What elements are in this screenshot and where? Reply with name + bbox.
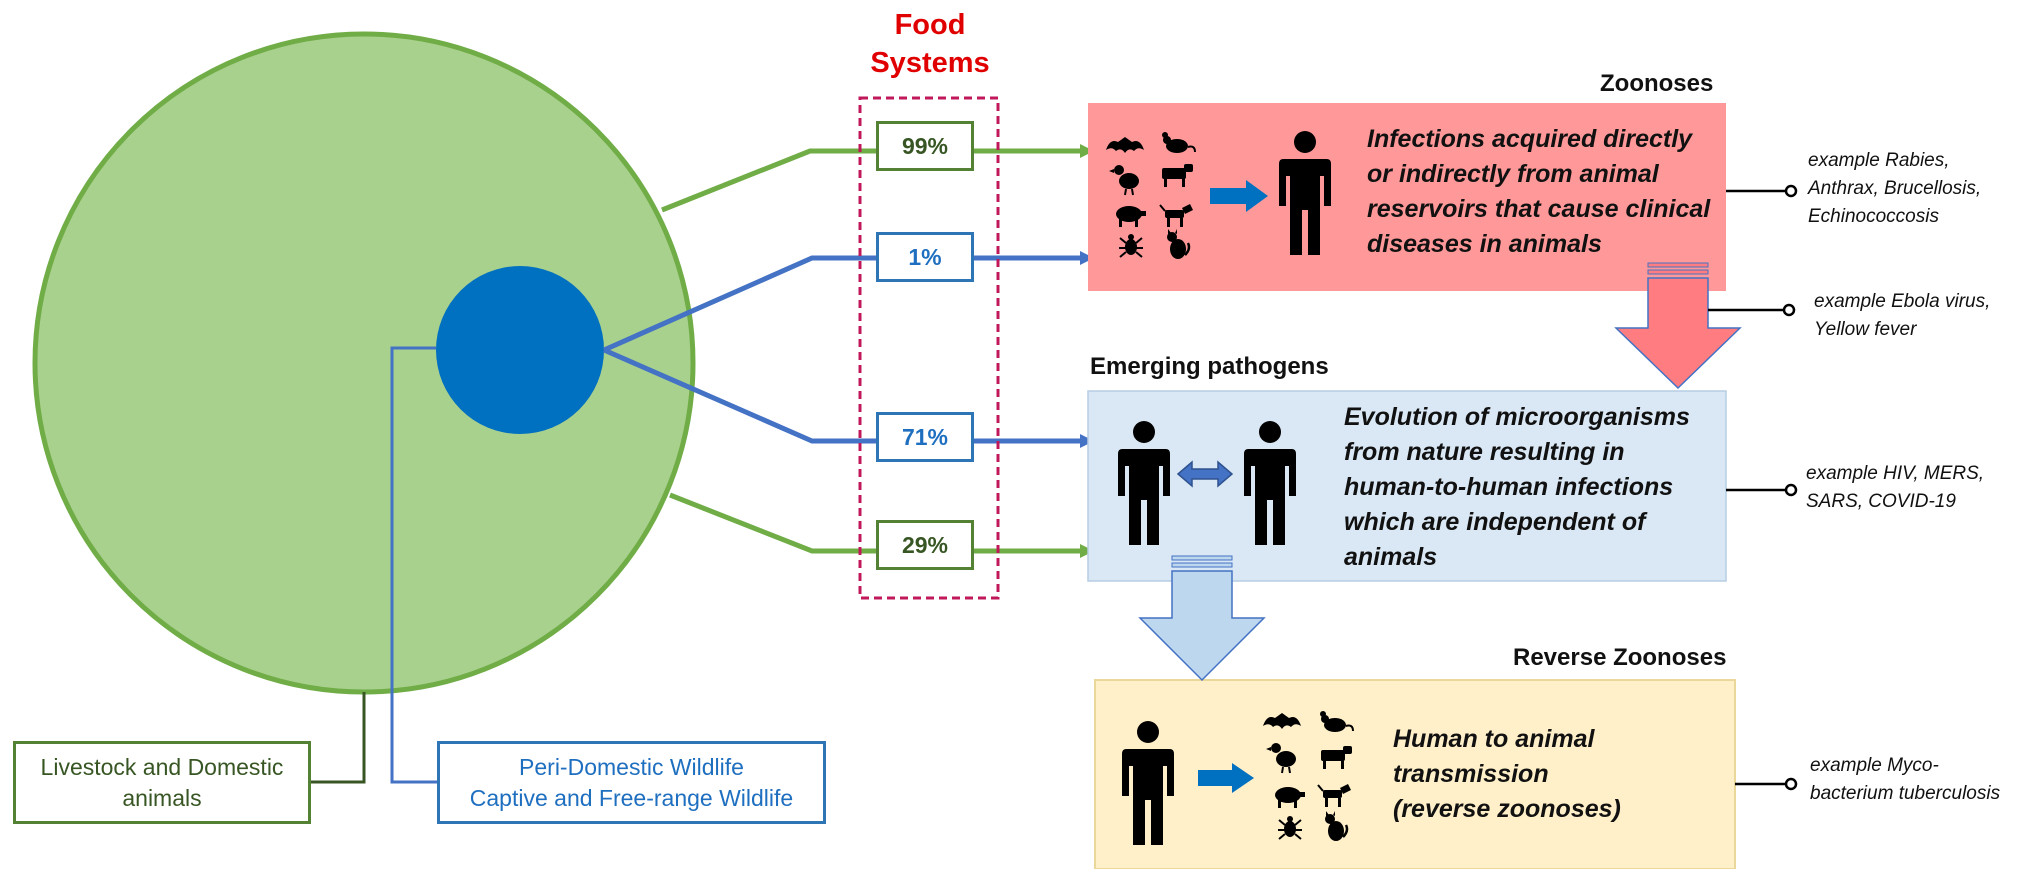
percentage-71: 71%: [876, 412, 974, 462]
legend-connector-livestock: [311, 692, 366, 784]
connector-line-99: [661, 148, 1080, 213]
arrow-down-icon: [1614, 262, 1742, 390]
food-systems-frame: [858, 96, 1000, 600]
arrow-right-icon: [1198, 763, 1254, 793]
percentage-99: 99%: [876, 121, 974, 171]
connector-line-1: [602, 255, 1080, 353]
wildlife-circle: [436, 266, 604, 434]
reverse-box: [1094, 679, 1736, 869]
percentage-1: 1%: [876, 232, 974, 282]
arrowhead: [1080, 251, 1094, 265]
double-arrow-icon: [1176, 460, 1234, 488]
pointer-dots: [1782, 184, 1798, 791]
food-systems-title: Food Systems: [870, 9, 990, 79]
arrowhead: [1080, 544, 1094, 558]
reverse-description: Human to animal transmission (reverse zo…: [1393, 725, 1621, 823]
arrowhead: [1080, 144, 1094, 158]
spillover-example: example Ebola virus, Yellow fever: [1814, 291, 1991, 340]
zoonoses-header: Zoonoses: [1600, 70, 1714, 97]
connector-line-29: [669, 492, 1080, 554]
connector-line-71: [602, 347, 1080, 444]
example-pointers: [1708, 189, 1788, 786]
legend-connector-wildlife: [390, 346, 437, 784]
emerging-box: [1087, 390, 1727, 582]
emerging-example: example HIV, MERS, SARS, COVID-19: [1806, 463, 1985, 512]
arrow-right-icon: [1210, 180, 1268, 212]
zoonoses-description: Infections acquired directly or indirect…: [1367, 125, 1711, 258]
legend-livestock: Livestock and Domestic animals: [13, 741, 311, 824]
zoonoses-example: example Rabies, Anthrax, Brucellosis, Ec…: [1808, 150, 1982, 227]
emerging-header: Emerging pathogens: [1090, 353, 1329, 380]
legend-wildlife: Peri-Domestic Wildlife Captive and Free-…: [437, 741, 826, 824]
arrowhead: [1080, 434, 1094, 448]
zoonoses-box: [1088, 103, 1726, 291]
percentage-29: 29%: [876, 520, 974, 570]
reverse-example: example Myco- bacterium tuberculosis: [1810, 755, 2001, 804]
arrow-down-icon: [1138, 555, 1266, 682]
reverse-header: Reverse Zoonoses: [1513, 644, 1727, 671]
emerging-description: Evolution of microorganisms from nature …: [1344, 403, 1690, 571]
